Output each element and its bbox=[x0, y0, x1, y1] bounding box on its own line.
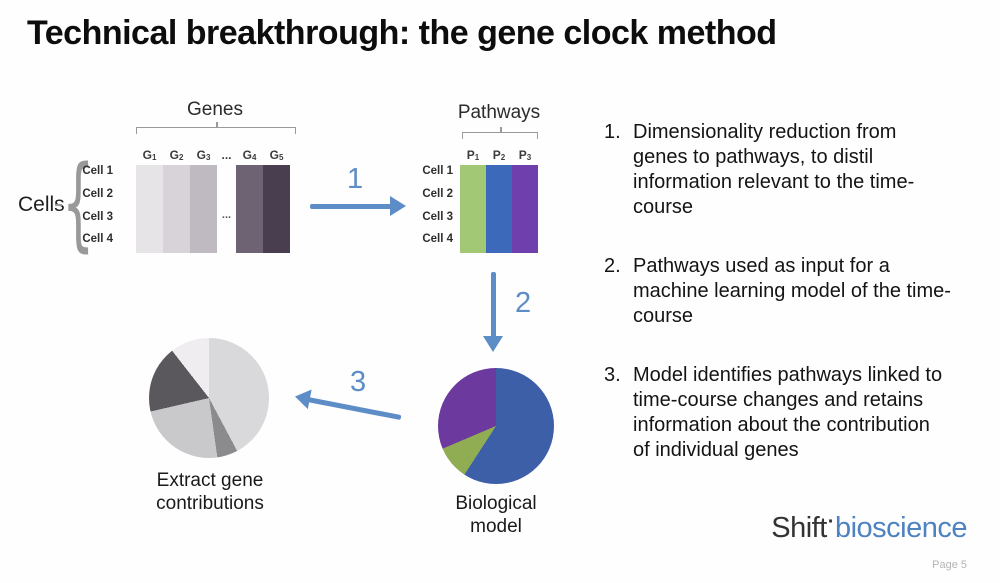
matrix-row-label: Cell 1 bbox=[82, 165, 113, 178]
step-number: 1. bbox=[604, 121, 621, 143]
logo-bioscience-text: bioscience bbox=[834, 512, 968, 544]
arrow-1-label: 1 bbox=[347, 163, 364, 195]
matrix-row-label: Cell 2 bbox=[82, 188, 113, 201]
matrix-row-label: Cell 3 bbox=[82, 210, 113, 223]
matrix-row-label: Cell 1 bbox=[422, 165, 453, 178]
cells-axis-label: Cells bbox=[18, 193, 65, 216]
matrix-row-label: Cell 4 bbox=[82, 233, 113, 246]
matrix-cell-column bbox=[460, 165, 486, 253]
step-number: 3. bbox=[604, 364, 621, 386]
arrow-1-head-icon bbox=[390, 196, 406, 216]
logo-dot-icon: · bbox=[827, 511, 835, 533]
matrix-cell-column bbox=[486, 165, 512, 253]
arrow-2-head-icon bbox=[483, 336, 503, 352]
genes-matrix-title: Genes bbox=[187, 99, 243, 120]
matrix-cell-column bbox=[163, 165, 190, 253]
pathways-row-labels: Cell 1 Cell 2 Cell 3 Cell 4 bbox=[413, 160, 453, 251]
step-item: 2. Pathways used as input for a machine l… bbox=[604, 254, 952, 329]
cells-axis-dash bbox=[55, 204, 62, 206]
slide-title: Technical breakthrough: the gene clock m… bbox=[27, 14, 777, 52]
matrix-row-label: Cell 4 bbox=[422, 233, 453, 246]
gene-contributions-caption-line2: contributions bbox=[156, 493, 264, 514]
matrix-row-label: Cell 3 bbox=[422, 210, 453, 223]
gene-contributions-caption-line1: Extract gene bbox=[156, 470, 264, 491]
biological-model-caption: Biological model bbox=[430, 492, 562, 538]
genes-top-bracket bbox=[136, 122, 296, 134]
step-text: Dimensionality reduction from genes to p… bbox=[633, 121, 915, 218]
matrix-cell-column bbox=[190, 165, 217, 253]
arrow-3-shaft bbox=[307, 397, 402, 421]
biological-model-caption-line2: model bbox=[470, 516, 522, 537]
step-number: 2. bbox=[604, 255, 621, 277]
matrix-cell-column bbox=[236, 165, 263, 253]
page-number: Page 5 bbox=[932, 559, 967, 571]
matrix-gap: ...... bbox=[217, 143, 236, 221]
step-text: Pathways used as input for a machine lea… bbox=[633, 255, 951, 327]
step-text: Model identifies pathways linked to time… bbox=[633, 364, 943, 461]
pathways-matrix-title: Pathways bbox=[457, 102, 541, 123]
biological-model-pie bbox=[438, 368, 554, 484]
arrow-2-label: 2 bbox=[515, 287, 532, 319]
genes-row-labels: Cell 1 Cell 2 Cell 3 Cell 4 bbox=[76, 160, 113, 251]
logo-shift-text: Shift bbox=[771, 512, 827, 544]
gene-contributions-caption: Extract gene contributions bbox=[120, 469, 300, 515]
arrow-1-shaft bbox=[310, 204, 392, 209]
matrix-cell-column bbox=[512, 165, 538, 253]
biological-model-caption-line1: Biological bbox=[455, 493, 537, 514]
matrix-cell-column bbox=[136, 165, 163, 253]
matrix-cell-column bbox=[263, 165, 290, 253]
matrix-ellipsis: ... bbox=[221, 209, 232, 221]
arrow-3-label: 3 bbox=[350, 366, 367, 398]
pathways-top-bracket bbox=[462, 127, 538, 139]
cells-brace: { bbox=[62, 144, 95, 263]
matrix-ellipsis: ... bbox=[221, 148, 232, 162]
shift-bioscience-logo: Shift·bioscience bbox=[771, 511, 968, 545]
gene-contributions-pie bbox=[149, 338, 269, 458]
method-steps-list: 1. Dimensionality reduction from genes to… bbox=[604, 120, 952, 497]
step-item: 1. Dimensionality reduction from genes to… bbox=[604, 120, 952, 220]
matrix-row-label: Cell 2 bbox=[422, 188, 453, 201]
arrow-3 bbox=[293, 386, 405, 429]
arrow-2-shaft bbox=[491, 272, 496, 338]
step-item: 3. Model identifies pathways linked to ti… bbox=[604, 363, 952, 463]
